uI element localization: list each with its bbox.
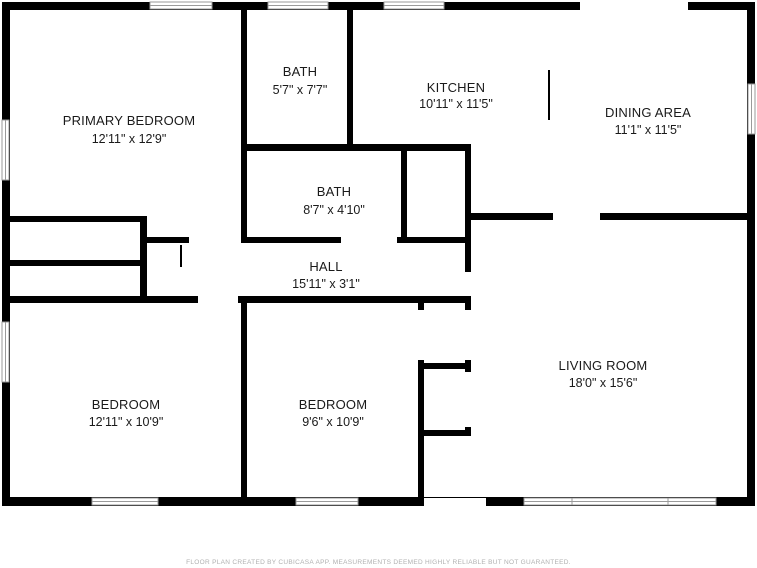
- room-labels: PRIMARY BEDROOM 12'11" x 12'9" BATH 5'7"…: [63, 64, 691, 429]
- bedroom1-label: BEDROOM: [92, 397, 161, 412]
- walls: [2, 2, 755, 506]
- dining-area-dims: 11'1" x 11'5": [615, 123, 682, 137]
- bath2-dims: 8'7" x 4'10": [303, 203, 365, 217]
- openings: [418, 213, 600, 506]
- kitchen-dims: 10'11" x 11'5": [419, 97, 493, 111]
- hall-dims: 15'11" x 3'1": [292, 277, 360, 291]
- windows: [1, 1, 756, 506]
- living-room-dims: 18'0" x 15'6": [569, 376, 638, 390]
- living-room-label: LIVING ROOM: [559, 358, 648, 373]
- dining-area-label: DINING AREA: [605, 105, 691, 120]
- bath1-label: BATH: [283, 64, 318, 79]
- kitchen-label: KITCHEN: [427, 80, 485, 95]
- bedroom2-label: BEDROOM: [299, 397, 368, 412]
- door-ticks: [180, 65, 550, 267]
- primary-bedroom-label: PRIMARY BEDROOM: [63, 113, 196, 128]
- bedroom1-dims: 12'11" x 10'9": [89, 415, 164, 429]
- bath1-dims: 5'7" x 7'7": [273, 83, 328, 97]
- bedroom2-dims: 9'6" x 10'9": [302, 415, 364, 429]
- hall-label: HALL: [309, 259, 342, 274]
- primary-bedroom-dims: 12'11" x 12'9": [92, 132, 167, 146]
- bath2-label: BATH: [317, 184, 352, 199]
- floor-plan-disclaimer: FLOOR PLAN CREATED BY CUBICASA APP. MEAS…: [186, 559, 571, 566]
